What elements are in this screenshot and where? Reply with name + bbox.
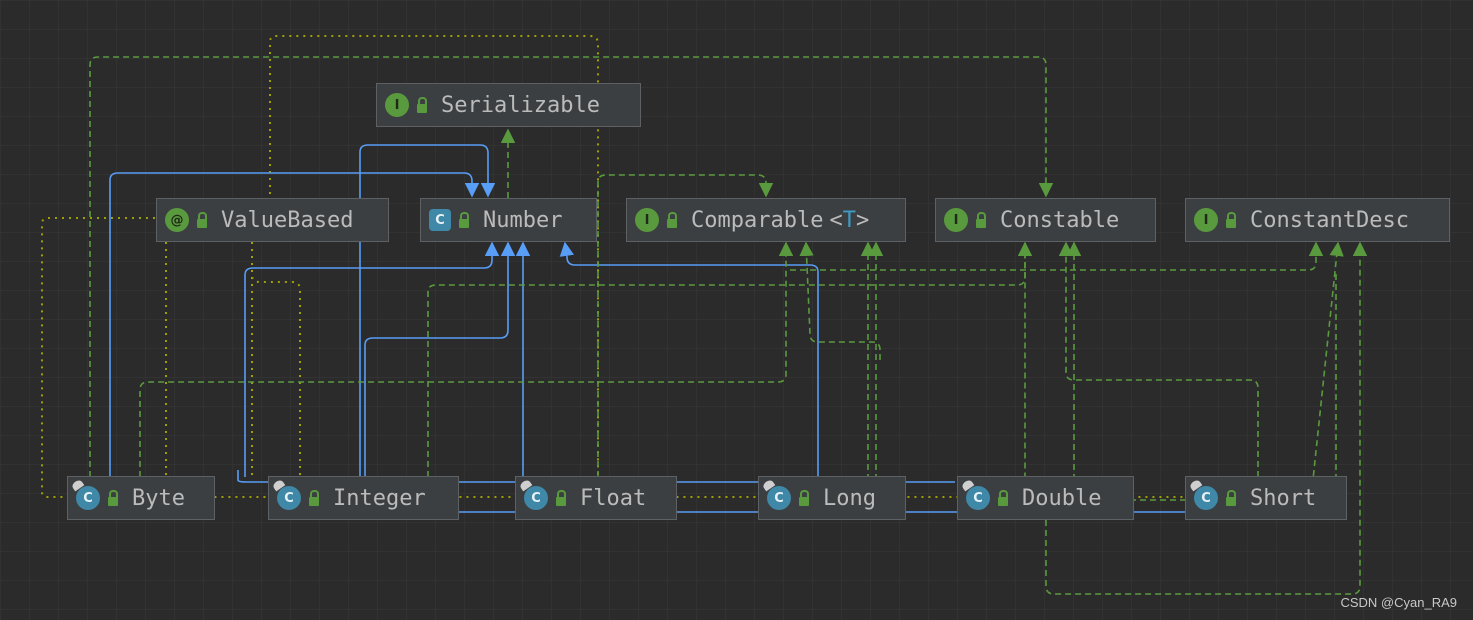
lock-icon (1226, 489, 1236, 506)
node-constantdesc[interactable]: I ConstantDesc (1185, 198, 1450, 242)
edge-long-constantdesc (790, 241, 1324, 271)
type-parameter: <T> (829, 207, 870, 233)
node-double[interactable]: C Double (957, 476, 1134, 520)
node-float[interactable]: C Float (515, 476, 677, 520)
lock-icon (197, 211, 207, 228)
lock-icon (108, 489, 118, 506)
node-number[interactable]: C Number (420, 198, 597, 242)
node-label: Integer (333, 485, 426, 511)
interface-icon: I (635, 208, 659, 232)
lock-icon (799, 489, 809, 506)
interface-icon: I (1194, 208, 1218, 232)
watermark: CSDN @Cyan_RA9 (1340, 595, 1457, 610)
final-class-icon: C (1194, 486, 1218, 510)
interface-icon: I (385, 93, 409, 117)
node-label: Constable (1000, 207, 1120, 233)
node-label: ConstantDesc (1250, 207, 1409, 233)
implements-edges (89, 56, 1368, 595)
node-constable[interactable]: I Constable (935, 198, 1156, 242)
edge-double-comparable (799, 241, 881, 360)
final-class-icon: C (524, 486, 548, 510)
lock-icon (1226, 211, 1236, 228)
annotated-edges (41, 35, 1185, 498)
lock-icon (667, 211, 677, 228)
lock-icon (417, 96, 427, 113)
edge-float-constantdesc (1300, 241, 1344, 498)
edge-integer-number (244, 241, 500, 477)
abstract-class-icon: C (429, 209, 451, 231)
lock-icon (309, 489, 319, 506)
lock-icon (459, 211, 469, 228)
node-label: ValueBased (221, 207, 354, 233)
node-integer[interactable]: C Integer (268, 476, 459, 520)
edge-float-valuebased (269, 35, 599, 490)
edge-double-constable (1000, 243, 1026, 498)
node-label: Serializable (441, 92, 600, 118)
node-label: Comparable (691, 207, 824, 233)
edge-short-number (364, 241, 516, 512)
final-class-icon: C (277, 486, 301, 510)
edge-double-bus (237, 470, 955, 483)
edge-byte-number (109, 172, 480, 477)
node-short[interactable]: C Short (1185, 476, 1347, 520)
edge-byte-constable (89, 56, 1054, 477)
node-long[interactable]: C Long (758, 476, 906, 520)
node-label: Long (823, 485, 876, 511)
lock-icon (998, 489, 1008, 506)
final-class-icon: C (76, 486, 100, 510)
annotation-icon: @ (165, 208, 189, 232)
edge-long-number (559, 241, 819, 477)
node-byte[interactable]: C Byte (67, 476, 215, 520)
edge-double-number (359, 144, 496, 500)
edge-integer-valuebased (251, 242, 301, 477)
edge-integer-constable (427, 241, 1033, 477)
lock-icon (976, 211, 986, 228)
edge-byte-comparable (139, 241, 794, 477)
node-label: Short (1250, 485, 1317, 511)
interface-icon: I (944, 208, 968, 232)
edge-double-constantdesc (1045, 241, 1368, 595)
final-class-icon: C (767, 486, 791, 510)
node-valuebased[interactable]: @ ValueBased (156, 198, 389, 242)
lock-icon (556, 489, 566, 506)
edge-short-constable (1058, 241, 1259, 477)
final-class-icon: C (966, 486, 990, 510)
node-label: Float (580, 485, 647, 511)
edge-float-comparable (597, 174, 774, 477)
node-label: Number (483, 207, 563, 233)
node-label: Byte (132, 485, 185, 511)
node-serializable[interactable]: I Serializable (376, 83, 641, 127)
node-comparable[interactable]: I Comparable <T> (626, 198, 906, 242)
edge-short-valuebased (41, 217, 1185, 498)
node-label: Double (1022, 485, 1102, 511)
